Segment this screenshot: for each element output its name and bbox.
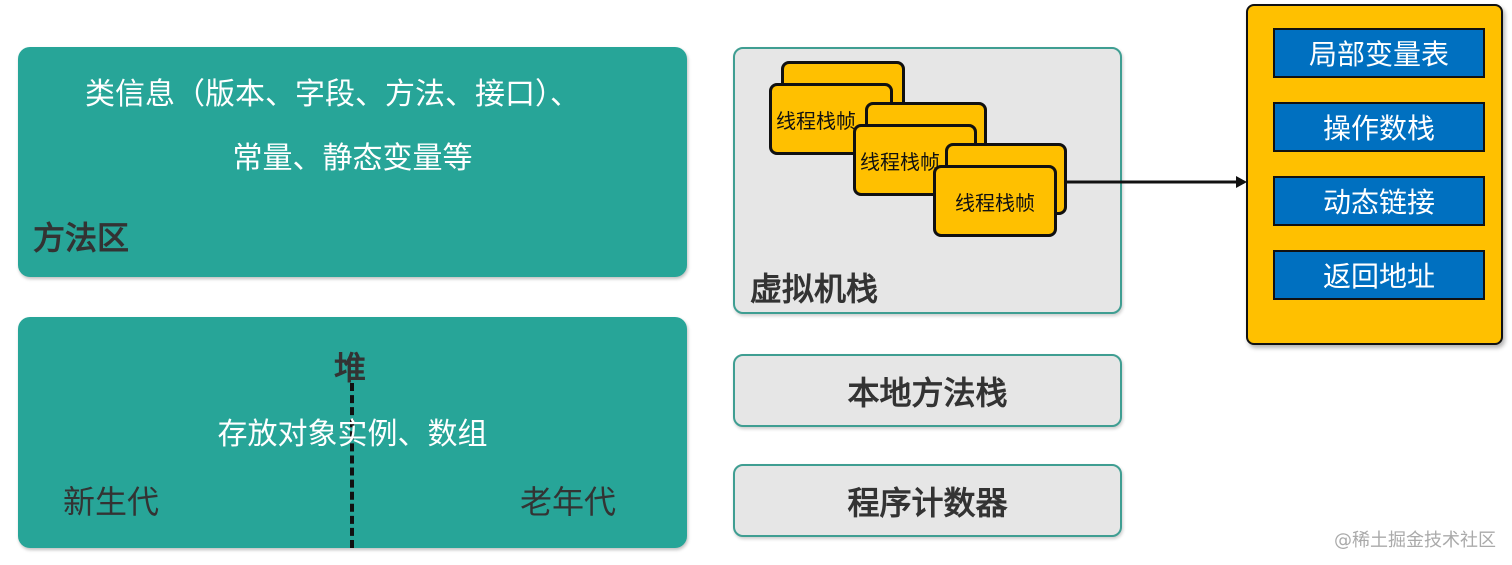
native-method-stack: 本地方法栈	[733, 354, 1122, 427]
method-area-desc-2: 常量、静态变量等	[232, 141, 473, 176]
method-area: 类信息（版本、字段、方法、接口）、 常量、静态变量等 方法区	[18, 47, 687, 277]
pc-title: 程序计数器	[847, 483, 1008, 522]
stack-frame: 线程栈帧	[933, 165, 1057, 237]
stack-frame-detail: 局部变量表 操作数栈 动态链接 返回地址	[1246, 4, 1503, 345]
dynamic-linking: 动态链接	[1273, 176, 1485, 226]
arrow-head	[1236, 176, 1247, 188]
item-label: 返回地址	[1322, 260, 1435, 293]
stack-frame-label: 线程栈帧	[955, 190, 1035, 215]
operand-stack: 操作数栈	[1273, 102, 1485, 152]
arrow	[1067, 176, 1247, 188]
return-address: 返回地址	[1273, 250, 1485, 300]
item-label: 操作数栈	[1322, 112, 1435, 145]
heap-desc: 存放对象实例、数组	[217, 417, 488, 452]
method-area-desc-1: 类信息（版本、字段、方法、接口）、	[85, 77, 580, 112]
method-area-title: 方法区	[33, 219, 130, 257]
heap-title: 堆	[334, 349, 367, 387]
stack-frame-label: 线程栈帧	[860, 149, 940, 174]
stack-frame-label: 线程栈帧	[776, 108, 856, 133]
local-variable-table: 局部变量表	[1273, 28, 1485, 78]
native-stack-title: 本地方法栈	[847, 373, 1008, 412]
item-label: 动态链接	[1322, 186, 1435, 219]
heap: 堆 存放对象实例、数组 新生代 老年代	[18, 317, 687, 548]
heap-divider	[350, 383, 354, 548]
item-label: 局部变量表	[1308, 38, 1449, 71]
vm-stack: 线程栈帧 线程栈帧 线程栈帧 虚拟机栈	[733, 47, 1122, 314]
vm-stack-title: 虚拟机栈	[750, 270, 879, 308]
watermark: @稀土掘金技术社区	[1334, 530, 1496, 551]
heap-old: 老年代	[520, 483, 617, 521]
heap-young: 新生代	[63, 483, 160, 521]
program-counter: 程序计数器	[733, 464, 1122, 537]
